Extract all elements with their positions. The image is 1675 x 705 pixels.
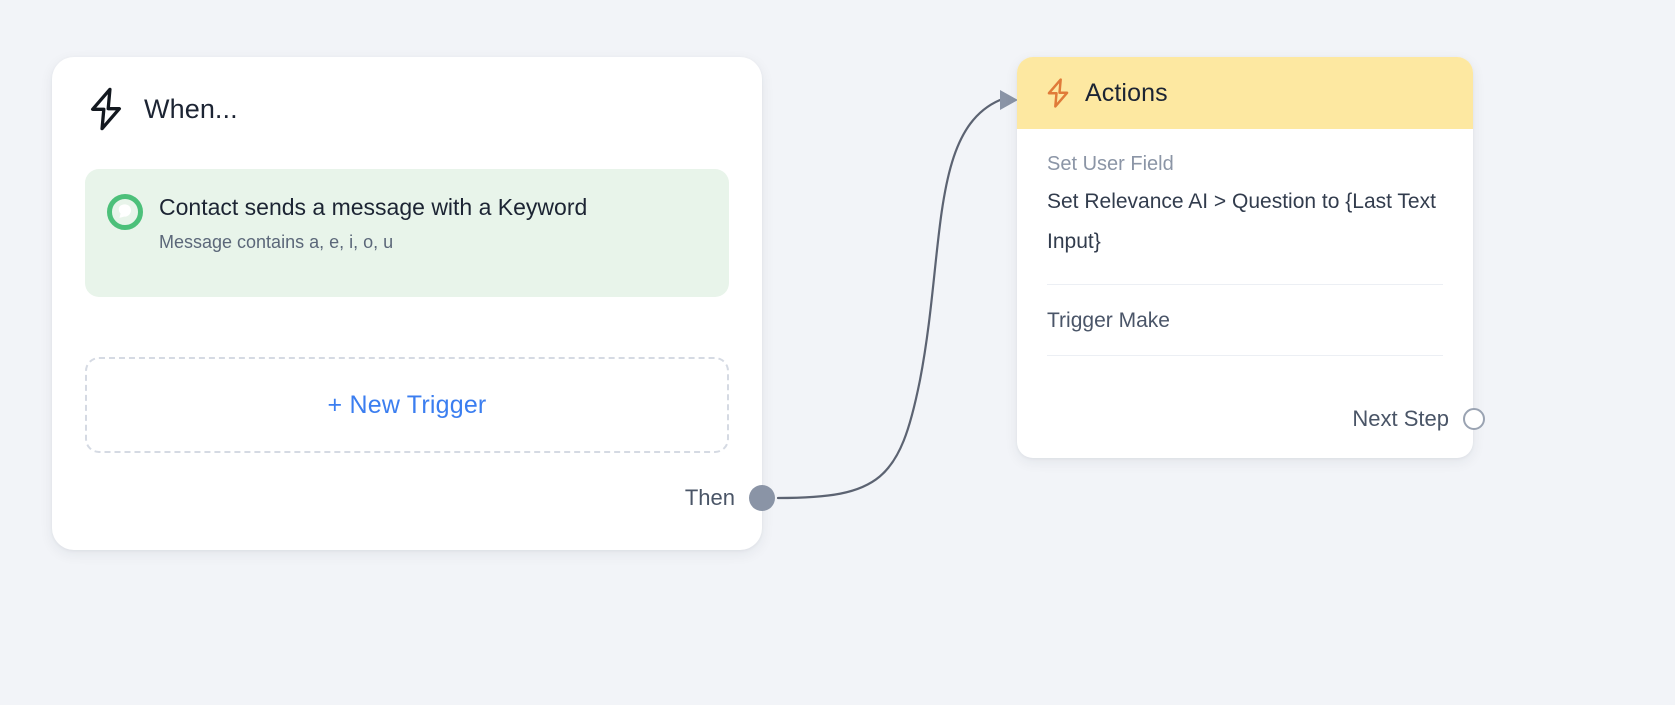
trigger-item-subtitle: Message contains a, e, i, o, u: [159, 232, 394, 252]
actions-list: Set User Field Set Relevance AI > Questi…: [1017, 129, 1473, 356]
then-output-port[interactable]: Then: [685, 485, 775, 511]
connector-path: [776, 98, 1002, 500]
new-trigger-label: + New Trigger: [327, 390, 487, 419]
then-connector-dot[interactable]: [749, 485, 775, 511]
next-step-label: Next Step: [1352, 406, 1449, 431]
new-trigger-button[interactable]: + New Trigger: [85, 357, 729, 453]
trigger-card: When... Contact sends a message with a K…: [52, 57, 775, 550]
next-step-output-port[interactable]: Next Step: [1352, 406, 1485, 432]
arrowhead-right-icon: [1000, 90, 1018, 110]
action-item[interactable]: Trigger Make: [1047, 285, 1443, 356]
then-label: Then: [684, 485, 735, 510]
lightning-bolt-icon: [1047, 78, 1069, 108]
action-item[interactable]: Set User Field Set Relevance AI > Questi…: [1047, 129, 1443, 285]
next-step-connector-dot[interactable]: [1463, 408, 1485, 430]
actions-card-title: Actions: [1085, 78, 1168, 107]
action-item-value: Trigger Make: [1047, 309, 1170, 332]
trigger-card-header: When...: [52, 57, 762, 131]
trigger-item[interactable]: Contact sends a message with a Keyword M…: [85, 169, 729, 297]
action-item-value: Set Relevance AI > Question to {Last Tex…: [1047, 190, 1436, 253]
action-item-label: Set User Field: [1047, 153, 1174, 175]
trigger-card-title: When...: [144, 93, 238, 124]
actions-card: Actions Set User Field Set Relevance AI …: [1017, 57, 1485, 458]
actions-card-header: Actions: [1017, 57, 1473, 129]
trigger-item-text-group: Contact sends a message with a Keyword M…: [159, 191, 707, 297]
whatsapp-chat-bubble-icon: [107, 194, 143, 230]
trigger-item-title: Contact sends a message with a Keyword: [159, 194, 588, 220]
lightning-bolt-icon: [90, 87, 122, 131]
